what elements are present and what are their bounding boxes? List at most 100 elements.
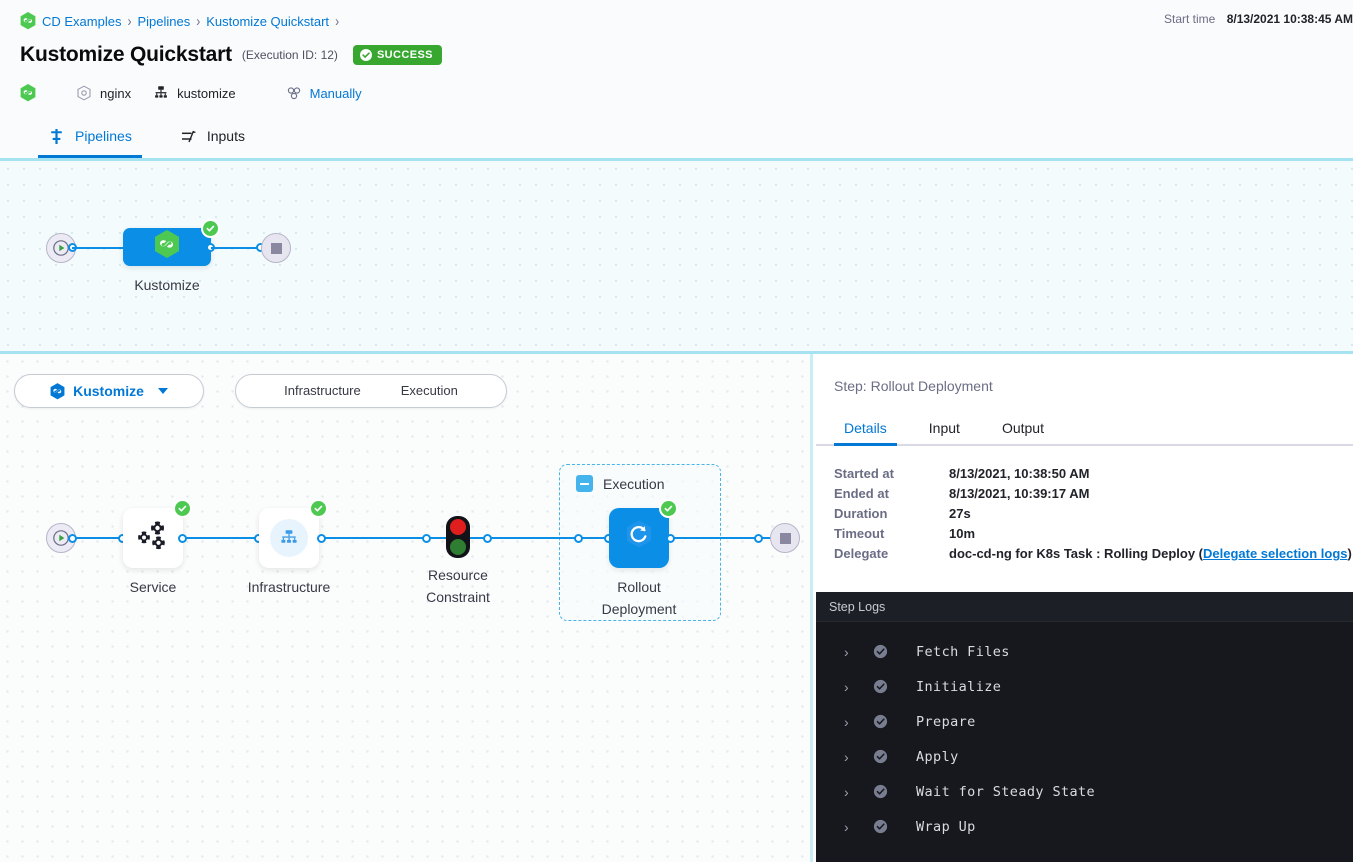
minus-icon[interactable] [576,475,593,492]
breadcrumb-item-cd-examples[interactable]: CD Examples [42,13,122,29]
log-row-fetch-files[interactable]: › Fetch Files [816,634,1353,669]
exec-node-service[interactable]: Service [123,499,192,595]
tab-inputs-label: Inputs [206,128,245,144]
service-cogs-icon [136,521,170,556]
chevron-right-icon[interactable]: › [844,748,849,765]
traffic-light-red [450,519,466,536]
log-row-label: Initialize [916,678,1002,695]
breadcrumb-item-pipelines[interactable]: Pipelines [137,13,191,29]
inputs-icon [180,128,197,145]
exec-node-box[interactable] [609,499,678,568]
status-badge: SUCCESS [352,45,442,65]
stage-node-kustomize[interactable]: Kustomize [123,219,220,293]
step-logs-panel: Step Logs › Fetch Files › Initialize [816,592,1353,862]
log-row-apply[interactable]: › Apply [816,739,1353,774]
start-time: Start time 8/13/2021 10:38:45 AM [1164,12,1353,26]
status-success-icon [309,499,328,518]
graph-edge [72,247,124,249]
chevron-down-icon[interactable] [157,388,168,394]
harness-hexagon-icon [50,382,65,400]
stage-node-box[interactable] [123,219,220,266]
stage-selector[interactable]: Kustomize [14,374,204,408]
harness-hexagon-icon [20,84,36,102]
log-row-wait-for-steady-state[interactable]: › Wait for Steady State [816,774,1353,809]
exec-node-resource-constraint[interactable]: Resource Constraint [426,516,490,605]
tab-pipelines-label: Pipelines [75,128,132,144]
status-success-icon [173,499,192,518]
meta-trigger[interactable]: Manually [286,85,362,101]
meta-trigger-label[interactable]: Manually [309,85,362,101]
stop-icon [770,523,800,553]
detail-key: Ended at [834,486,889,501]
log-row-label: Prepare [916,713,976,730]
breadcrumb-separator-icon: › [127,12,132,30]
meta-infrastructure: kustomize [153,85,236,101]
traffic-light-icon [446,516,470,558]
title-row: Kustomize Quickstart (Execution ID: 12) … [20,38,1353,72]
breadcrumb-separator-icon: › [335,12,340,30]
graph-end-node[interactable] [261,233,291,263]
tab-execution[interactable]: Execution [400,383,458,398]
chevron-right-icon[interactable]: › [844,678,849,695]
traffic-light-green [450,538,466,555]
check-circle-icon [873,784,888,799]
detail-value: doc-cd-ng for K8s Task : Rolling Deploy … [949,544,1352,564]
execution-graph-canvas[interactable]: Kustomize Infrastructure Execution Execu… [0,354,813,862]
chevron-right-icon[interactable]: › [844,783,849,800]
log-row-initialize[interactable]: › Initialize [816,669,1353,704]
tab-inputs[interactable]: Inputs [170,114,255,158]
breadcrumb-item-kustomize-quickstart[interactable]: Kustomize Quickstart [206,13,330,29]
delegate-text: doc-cd-ng for K8s Task : Rolling Deploy … [949,546,1203,561]
tab-pipelines[interactable]: Pipelines [38,114,142,158]
graph-port [68,534,77,543]
meta-harness [20,84,36,102]
pipeline-graph-canvas[interactable]: Kustomize [0,158,1353,354]
detail-row-ended-at: Ended at 8/13/2021, 10:39:17 AM [834,484,1353,504]
detail-value: 8/13/2021, 10:38:50 AM [949,466,1090,481]
log-row-label: Apply [916,748,959,765]
meta-service-label: nginx [100,85,132,101]
chevron-right-icon[interactable]: › [844,713,849,730]
exec-node-box[interactable] [259,499,328,568]
graph-end-node[interactable] [770,523,800,553]
trigger-icon [286,85,302,101]
status-success-icon [659,499,678,518]
exec-node-label: Rollout Deployment [601,579,677,617]
exec-node-label: Resource Constraint [426,567,490,605]
log-row-wrap-up[interactable]: › Wrap Up [816,809,1353,844]
service-icon [76,85,92,101]
tab-input[interactable]: Input [928,420,960,436]
exec-node-box[interactable] [123,499,192,568]
exec-node-rollout-deployment[interactable]: Rollout Deployment [602,499,678,617]
check-circle-icon [359,49,372,61]
chevron-right-icon[interactable]: › [844,643,849,660]
meta-infrastructure-label: kustomize [177,85,236,101]
pipeline-icon [48,128,65,145]
check-circle-icon [873,644,888,659]
start-time-label: Start time [1163,12,1216,26]
detail-key: Duration [834,506,888,521]
step-logs-header: Step Logs [816,592,1353,622]
execution-group-header: Execution [576,475,664,492]
step-details-list: Started at 8/13/2021, 10:38:50 AM Ended … [816,446,1353,564]
log-row-prepare[interactable]: › Prepare [816,704,1353,739]
stop-icon [261,233,291,263]
stage-node-label: Kustomize [134,277,200,293]
check-circle-icon [873,749,888,764]
chevron-right-icon[interactable]: › [844,818,849,835]
tab-infrastructure[interactable]: Infrastructure [284,383,361,398]
execution-id: (Execution ID: 12) [241,48,338,62]
stage-section-tabs[interactable]: Infrastructure Execution [235,374,507,408]
exec-node-label: Infrastructure [247,579,331,595]
detail-row-started-at: Started at 8/13/2021, 10:38:50 AM [834,464,1353,484]
detail-row-delegate: Delegate doc-cd-ng for K8s Task : Rollin… [834,544,1353,564]
detail-row-duration: Duration 27s [834,504,1353,524]
status-badge-label: SUCCESS [376,49,433,61]
tab-output[interactable]: Output [1001,420,1044,436]
delegate-selection-logs-link[interactable]: Delegate selection logs [1203,546,1348,561]
tab-details[interactable]: Details [834,420,897,446]
step-logs-list: › Fetch Files › Initialize › [816,622,1353,844]
exec-node-infrastructure[interactable]: Infrastructure [248,499,330,595]
breadcrumb-separator-icon: › [196,12,201,30]
